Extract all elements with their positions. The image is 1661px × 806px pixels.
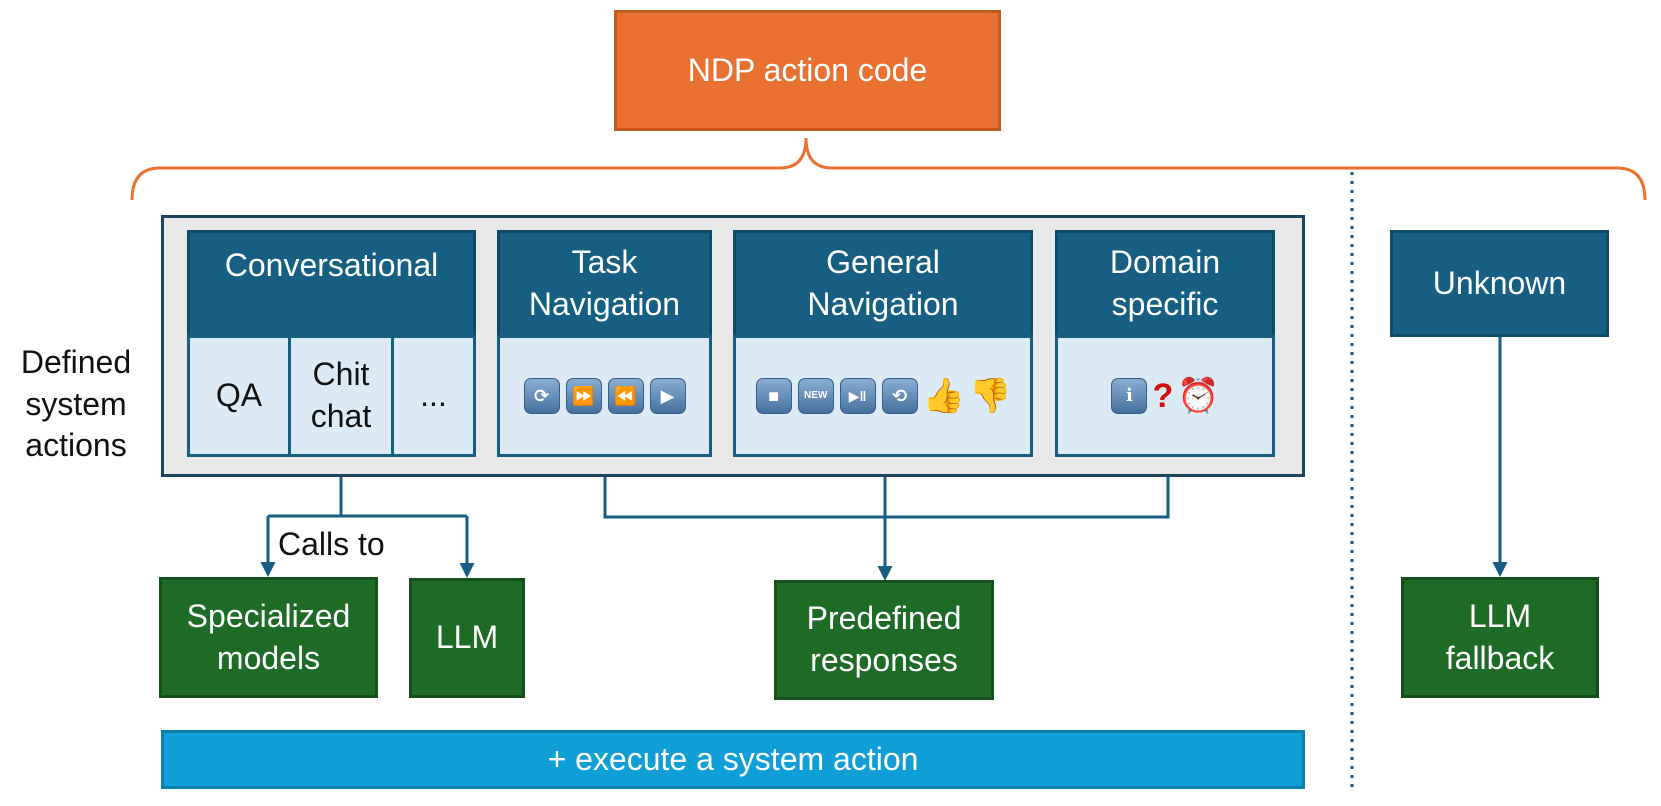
general-navigation-title: General Navigation — [807, 244, 959, 322]
play-icon: ▶ — [649, 378, 686, 414]
llm-fallback-label: LLM fallback — [1445, 597, 1555, 676]
more-cell: ... — [391, 335, 476, 457]
general-navigation-header: General Navigation — [733, 230, 1033, 338]
qa-label: QA — [215, 377, 263, 414]
predefined-responses-box: Predefined responses — [774, 580, 994, 700]
task-navigation-header: Task Navigation — [497, 230, 712, 338]
ndp-action-code-label: NDP action code — [687, 51, 928, 88]
qa-cell: QA — [187, 335, 291, 457]
unknown-title: Unknown — [1432, 264, 1567, 301]
llm-fallback-box: LLM fallback — [1401, 577, 1599, 698]
thumbs-down-icon: 👎 — [969, 377, 1012, 415]
execute-system-action-bar: + execute a system action — [161, 730, 1305, 789]
refresh-icon: ⟳ — [523, 378, 560, 414]
stop-icon: ■ — [755, 378, 792, 414]
domain-specific-icons: i ? ⏰ — [1055, 335, 1275, 457]
domain-specific-title: Domain specific — [1109, 244, 1221, 322]
specialized-models-box: Specialized models — [159, 577, 378, 698]
repeat-icon: ⟲ — [881, 378, 918, 414]
fast-forward-icon: ⏩ — [565, 378, 602, 414]
info-icon: i — [1111, 378, 1148, 414]
task-navigation-title: Task Navigation — [528, 244, 681, 322]
curly-brace — [130, 137, 1647, 201]
thumbs-up-icon: 👍 — [922, 377, 965, 415]
execute-system-action-label: + execute a system action — [547, 740, 919, 777]
defined-system-actions-label: Defined system actions — [20, 344, 132, 464]
alarm-clock-icon: ⏰ — [1177, 377, 1220, 415]
llm-box: LLM — [409, 578, 525, 698]
predefined-responses-label: Predefined responses — [806, 600, 962, 678]
new-icon: NEW — [797, 378, 834, 414]
chit-chat-label: Chit chat — [310, 356, 372, 434]
conversational-header: Conversational — [187, 230, 476, 338]
more-label: ... — [420, 377, 447, 414]
play-pause-icon: ▶‖ — [839, 378, 876, 414]
general-navigation-icons: ■ NEW ▶‖ ⟲ 👍 👎 — [733, 335, 1033, 457]
question-mark-icon: ? — [1152, 377, 1174, 415]
domain-specific-header: Domain specific — [1055, 230, 1275, 338]
calls-to-label: Calls to — [278, 526, 385, 562]
conversational-title: Conversational — [224, 247, 439, 283]
task-navigation-icons: ⟳ ⏩ ⏪ ▶ — [497, 335, 712, 457]
chit-chat-cell: Chit chat — [288, 335, 394, 457]
unknown-box: Unknown — [1390, 230, 1609, 337]
llm-label: LLM — [435, 619, 499, 656]
rewind-icon: ⏪ — [607, 378, 644, 414]
ndp-action-code-box: NDP action code — [614, 10, 1001, 131]
specialized-models-label: Specialized models — [186, 597, 351, 676]
